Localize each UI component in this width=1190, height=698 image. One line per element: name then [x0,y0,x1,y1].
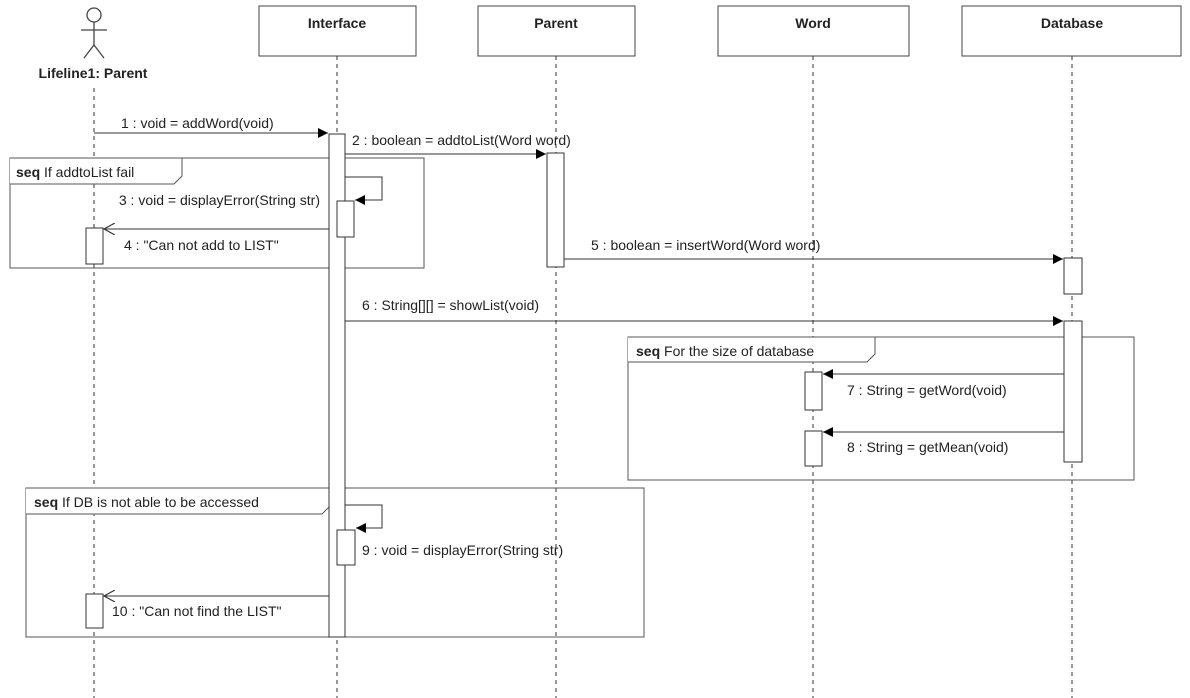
message-label: 7 : String = getWord(void) [847,382,1007,398]
message-6: 6 : String[][] = showList(void) [345,297,1063,326]
frame-guard: If DB is not able to be accessed [62,494,259,510]
message-label: 10 : "Can not find the LIST" [112,603,282,619]
activation-actor-1 [85,227,104,265]
frame-keyword: seq [34,494,58,510]
activation-parent [546,152,565,268]
activation-word-2 [804,430,823,467]
message-1: 1 : void = addWord(void) [94,115,328,138]
lifeline-header-database: Database [961,5,1182,57]
message-label: 8 : String = getMean(void) [847,439,1008,455]
activation-interface-self-1 [336,200,355,238]
message-9-self: 9 : void = displayError(String str) [345,504,563,558]
message-label: 4 : "Can not add to LIST" [124,237,279,253]
frame-if-addtolist-fail: seq If addtoList fail [9,157,425,269]
svg-text:seq If addtoList fail: seq If addtoList fail [16,164,134,180]
message-label: 6 : String[][] = showList(void) [362,297,539,313]
message-label: 3 : void = displayError(String str) [119,192,320,208]
activation-actor-2 [85,593,104,629]
activation-database-2 [1063,320,1083,463]
frame-if-db-not-accessible: seq If DB is not able to be accessed [25,487,645,638]
lifeline-label: Database [1041,15,1103,31]
activation-word-1 [804,371,823,411]
message-label: 9 : void = displayError(String str) [362,542,563,558]
message-8: 8 : String = getMean(void) [823,427,1064,455]
stick-figure-icon [81,7,107,59]
message-3-self: 3 : void = displayError(String str) [119,176,383,208]
frame-keyword: seq [636,343,660,359]
message-10-return: 10 : "Can not find the LIST" [104,596,329,619]
message-label: 2 : boolean = addtoList(Word word) [352,132,571,148]
activation-interface-main [328,133,346,638]
actor-label: Lifeline1: Parent [39,65,148,81]
frame-guard: For the size of database [664,343,814,359]
lifeline-label: Parent [534,15,578,31]
message-label: 5 : boolean = insertWord(Word word) [591,237,820,253]
frame-keyword: seq [16,164,40,180]
message-5: 5 : boolean = insertWord(Word word) [564,237,1063,264]
lifeline-header-parent: Parent [477,5,636,57]
svg-text:seq For the size of database: seq For the size of database [636,343,814,359]
lifeline-header-word: Word [717,5,910,57]
activation-database-1 [1063,257,1083,295]
message-4-return: 4 : "Can not add to LIST" [104,229,329,253]
frame-for-size-of-database: seq For the size of database [627,336,1135,481]
lifeline-header-interface: Interface [258,5,417,57]
frame-guard: If addtoList fail [44,164,134,180]
message-7: 7 : String = getWord(void) [823,369,1064,398]
lifeline-label: Word [795,15,831,31]
svg-text:seq If DB is not able to be ac: seq If DB is not able to be accessed [34,494,259,510]
message-label: 1 : void = addWord(void) [121,115,274,131]
actor-parent: Lifeline1: Parent [39,7,148,81]
lifeline-label: Interface [308,15,367,31]
activation-interface-self-2 [336,529,356,566]
message-2: 2 : boolean = addtoList(Word word) [345,132,571,159]
